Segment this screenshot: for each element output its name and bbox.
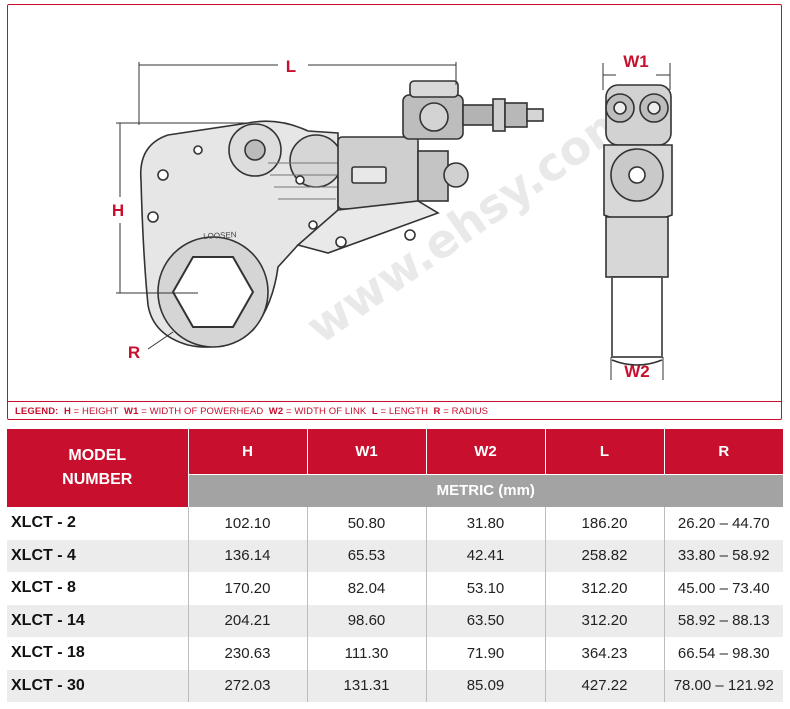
table-row: XLCT - 2 102.10 50.80 31.80 186.20 26.20…	[7, 507, 783, 540]
value-cell-w1: 131.31	[306, 669, 426, 702]
value-cell-w1: 98.60	[306, 604, 426, 637]
value-cell-w1: 50.80	[306, 507, 426, 540]
model-cell: XLCT - 8	[7, 572, 188, 605]
value-cell-r: 66.54 – 98.30	[663, 637, 783, 670]
model-cell: XLCT - 2	[7, 507, 188, 540]
unit-header: METRIC (mm)	[187, 473, 783, 507]
spec-table: MODEL NUMBER H W1 W2 L R METRIC (mm) XLC…	[7, 429, 783, 702]
dim-label-r: R	[128, 343, 140, 362]
value-cell-w2: 85.09	[425, 669, 545, 702]
diagram-panel: www.ehsy.com	[7, 4, 782, 420]
dim-label-w2: W2	[624, 362, 650, 381]
front-view-tool	[603, 84, 673, 366]
value-cell-l: 427.22	[544, 669, 664, 702]
legend-divider	[8, 401, 781, 402]
dim-label-h: H	[112, 201, 124, 220]
model-cell: XLCT - 4	[7, 539, 188, 572]
model-number-header: MODEL NUMBER	[7, 429, 188, 507]
legend-title: LEGEND:	[15, 406, 59, 417]
table-row: XLCT - 8 170.20 82.04 53.10 312.20 45.00…	[7, 572, 783, 605]
col-header-r: R	[663, 429, 783, 474]
value-cell-w2: 53.10	[425, 572, 545, 605]
model-cell: XLCT - 18	[7, 637, 188, 670]
value-cell-r: 26.20 – 44.70	[663, 507, 783, 540]
table-row: XLCT - 4 136.14 65.53 42.41 258.82 33.80…	[7, 539, 783, 572]
col-header-l: L	[544, 429, 664, 474]
table-row: XLCT - 18 230.63 111.30 71.90 364.23 66.…	[7, 637, 783, 670]
table-row: XLCT - 30 272.03 131.31 85.09 427.22 78.…	[7, 669, 783, 702]
legend-text-w2: = WIDTH OF LINK	[283, 406, 367, 417]
legend-key-w1: W1	[124, 406, 139, 417]
model-cell: XLCT - 30	[7, 669, 188, 702]
value-cell-w1: 65.53	[306, 539, 426, 572]
value-cell-w1: 82.04	[306, 572, 426, 605]
col-header-w1: W1	[306, 429, 426, 474]
value-cell-l: 186.20	[544, 507, 664, 540]
value-cell-l: 258.82	[544, 539, 664, 572]
wrench-diagram: www.ehsy.com	[112, 52, 673, 381]
value-cell-w2: 63.50	[425, 604, 545, 637]
dim-label-w1: W1	[623, 52, 649, 71]
model-header-line1: MODEL	[68, 447, 127, 464]
col-header-h: H	[187, 429, 307, 474]
value-cell-r: 78.00 – 121.92	[663, 669, 783, 702]
legend-key-r: R	[433, 406, 441, 417]
legend-key-l: L	[371, 406, 378, 417]
legend-text-w1: = WIDTH OF POWERHEAD	[138, 406, 264, 417]
value-cell-h: 230.63	[187, 637, 307, 670]
dim-label-l: L	[286, 57, 296, 76]
value-cell-w2: 31.80	[425, 507, 545, 540]
dimension-lines	[116, 62, 457, 350]
side-view-tool	[139, 80, 544, 348]
value-cell-h: 272.03	[187, 669, 307, 702]
value-cell-w2: 71.90	[425, 637, 545, 670]
model-header-line2: NUMBER	[62, 471, 133, 488]
value-cell-r: 58.92 – 88.13	[663, 604, 783, 637]
value-cell-r: 33.80 – 58.92	[663, 539, 783, 572]
value-cell-r: 45.00 – 73.40	[663, 572, 783, 605]
value-cell-l: 312.20	[544, 572, 664, 605]
legend: LEGEND: H = HEIGHT W1 = WIDTH OF POWERHE…	[15, 406, 488, 417]
value-cell-w1: 111.30	[306, 637, 426, 670]
value-cell-h: 136.14	[187, 539, 307, 572]
value-cell-h: 204.21	[187, 604, 307, 637]
value-cell-h: 170.20	[187, 572, 307, 605]
loosen-label: LOOSEN	[203, 230, 237, 241]
value-cell-h: 102.10	[187, 507, 307, 540]
table-row: XLCT - 14 204.21 98.60 63.50 312.20 58.9…	[7, 604, 783, 637]
value-cell-l: 312.20	[544, 604, 664, 637]
legend-text-h: = HEIGHT	[70, 406, 119, 417]
model-cell: XLCT - 14	[7, 604, 188, 637]
col-header-w2: W2	[425, 429, 545, 474]
legend-key-h: H	[63, 406, 71, 417]
value-cell-l: 364.23	[544, 637, 664, 670]
front-dimension-lines	[602, 63, 671, 380]
legend-key-w2: W2	[268, 406, 284, 417]
legend-text-r: = RADIUS	[440, 406, 489, 417]
value-cell-w2: 42.41	[425, 539, 545, 572]
legend-text-l: = LENGTH	[377, 406, 429, 417]
